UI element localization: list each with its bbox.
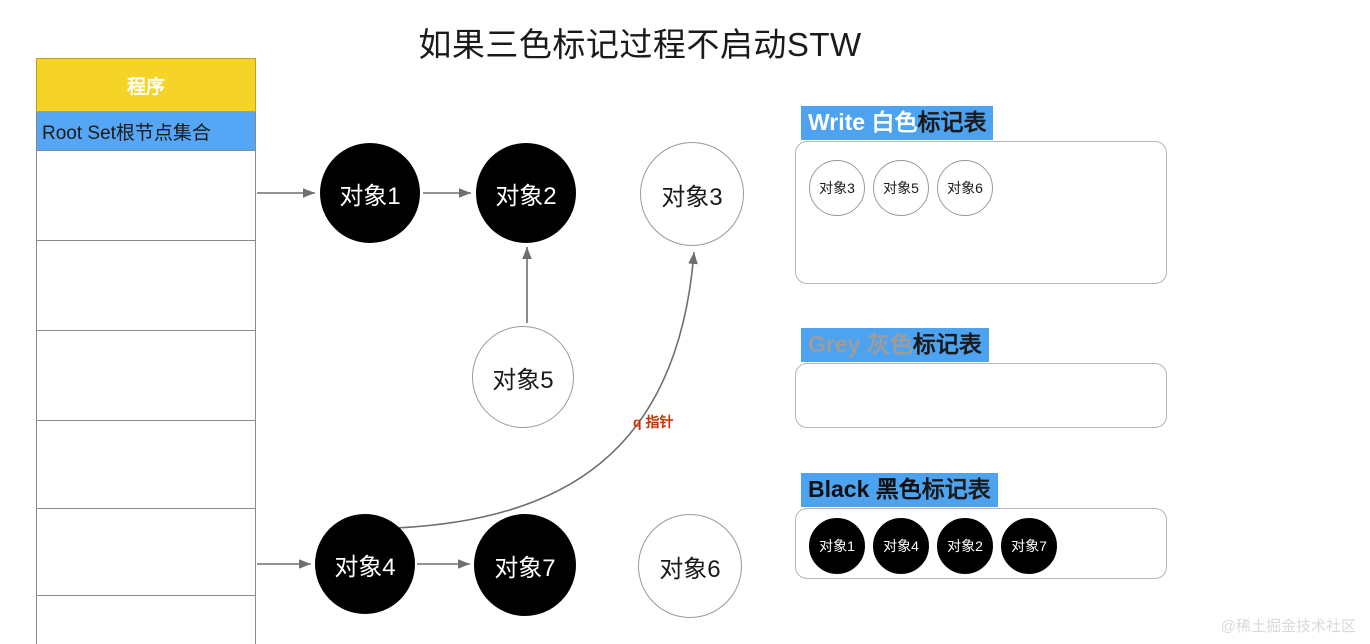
- white-mark-tail: 标记表: [917, 109, 987, 135]
- graph-node-obj1[interactable]: 对象1: [320, 143, 420, 243]
- graph-node-label: 对象5: [492, 366, 554, 394]
- grey-mark-keyword: Grey: [808, 331, 867, 357]
- mark-chip[interactable]: 对象4: [873, 518, 929, 574]
- mark-chip-label: 对象1: [819, 538, 855, 554]
- watermark: @稀土掘金技术社区: [1220, 618, 1356, 635]
- mark-chip-label: 对象3: [819, 180, 855, 196]
- mark-chip-label: 对象7: [1011, 538, 1047, 554]
- graph-node-label: 对象6: [659, 555, 721, 583]
- mark-chip-label: 对象5: [883, 180, 919, 196]
- graph-node-obj3[interactable]: 对象3: [640, 142, 744, 246]
- white-mark-keyword: Write: [808, 109, 872, 135]
- mark-chip[interactable]: 对象5: [873, 160, 929, 216]
- graph-node-label: 对象2: [495, 182, 557, 210]
- stack-row: [36, 240, 256, 330]
- root-set-label: Root Set根节点集合: [42, 122, 211, 144]
- graph-node-obj6[interactable]: 对象6: [638, 514, 742, 618]
- graph-node-label: 对象7: [494, 554, 556, 582]
- page-title-text: 如果三色标记过程不启动STW: [418, 26, 862, 63]
- black-mark-keyword: Black: [808, 476, 876, 502]
- grey-mark-table-box: [795, 363, 1167, 428]
- stack-row: [36, 508, 256, 595]
- stack-row: [36, 420, 256, 508]
- black-mark-tail: 标记表: [921, 476, 991, 502]
- grey-mark-tail: 标记表: [912, 331, 982, 357]
- black-mark-colorword: 黑色: [875, 476, 922, 502]
- mark-chip[interactable]: 对象6: [937, 160, 993, 216]
- graph-node-label: 对象3: [661, 183, 723, 211]
- mark-chip-label: 对象4: [883, 538, 919, 554]
- graph-node-obj2[interactable]: 对象2: [476, 143, 576, 243]
- mark-chip[interactable]: 对象7: [1001, 518, 1057, 574]
- black-mark-table-items: 对象1 对象4 对象2 对象7: [809, 518, 1057, 574]
- white-mark-table-box: [795, 141, 1167, 284]
- program-stack: 程序 Root Set根节点集合: [36, 58, 256, 644]
- root-set-row: Root Set根节点集合: [36, 112, 256, 150]
- graph-node-label: 对象1: [339, 182, 401, 210]
- graph-node-obj7[interactable]: 对象7: [474, 514, 576, 616]
- mark-chip[interactable]: 对象2: [937, 518, 993, 574]
- white-mark-table-items: 对象3 对象5 对象6: [809, 160, 993, 216]
- mark-chip[interactable]: 对象3: [809, 160, 865, 216]
- stack-row: [36, 595, 256, 644]
- program-header-label: 程序: [126, 76, 165, 98]
- stack-row: [36, 150, 256, 240]
- q-pointer-label: q 指针: [633, 414, 674, 430]
- white-mark-colorword: 白色: [871, 109, 918, 135]
- program-header: 程序: [36, 58, 256, 112]
- graph-node-label: 对象4: [334, 553, 396, 581]
- mark-chip[interactable]: 对象1: [809, 518, 865, 574]
- graph-node-obj5[interactable]: 对象5: [472, 326, 574, 428]
- mark-chip-label: 对象2: [947, 538, 983, 554]
- page-title: 如果三色标记过程不启动STW: [0, 18, 1370, 66]
- black-mark-table-title: Black 黑色标记表: [801, 473, 998, 508]
- white-mark-table-title: Write 白色标记表: [801, 106, 994, 141]
- grey-mark-table-title: Grey 灰色标记表: [801, 328, 989, 363]
- grey-mark-colorword: 灰色: [866, 331, 913, 357]
- graph-node-obj4[interactable]: 对象4: [315, 514, 415, 614]
- mark-chip-label: 对象6: [947, 180, 983, 196]
- stack-row: [36, 330, 256, 420]
